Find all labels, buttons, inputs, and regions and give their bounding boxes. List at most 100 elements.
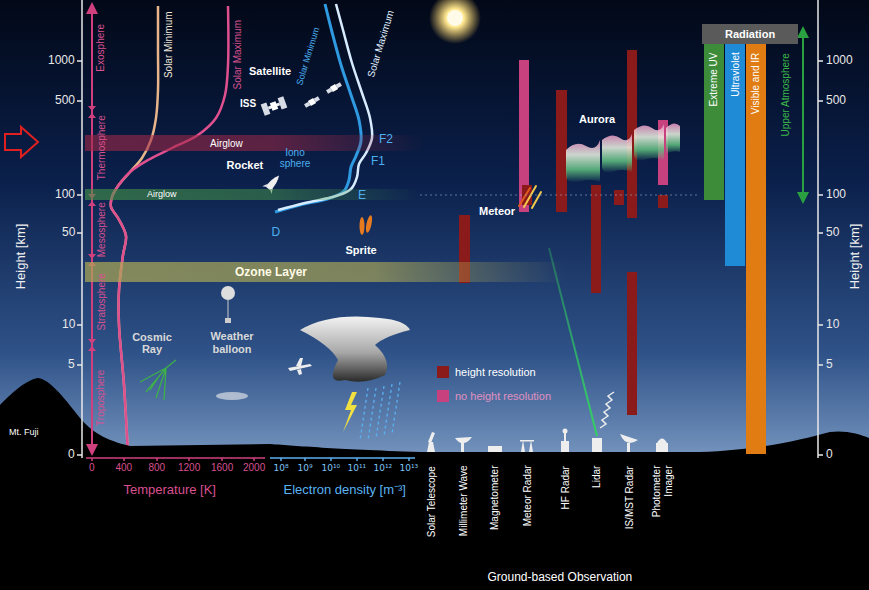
meteor-streak bbox=[532, 192, 541, 208]
meteor-streak bbox=[519, 188, 530, 206]
range-bar bbox=[556, 90, 567, 212]
section-title: Ground-based Observation bbox=[488, 571, 633, 585]
axis-tick: 400 bbox=[116, 462, 133, 474]
curve-label: Solar Maximum bbox=[365, 9, 396, 79]
range-bar bbox=[614, 190, 624, 205]
axis-tick: 5 bbox=[68, 358, 75, 372]
axis-tick: 10¹² bbox=[374, 463, 393, 473]
legend-text: height resolution bbox=[455, 366, 536, 378]
axis-tick: 1600 bbox=[211, 462, 233, 474]
legend-swatch bbox=[437, 366, 449, 378]
instrument-name: HF Radar bbox=[559, 466, 571, 509]
axis-tick: 100 bbox=[826, 188, 846, 202]
axis-tick: 10¹³ bbox=[400, 463, 419, 473]
thundercloud bbox=[368, 388, 376, 440]
curve-label: Solar Minimum bbox=[162, 11, 174, 78]
instrument-icon bbox=[455, 437, 472, 443]
radar-wave bbox=[600, 392, 614, 428]
aurora-curtain bbox=[566, 123, 680, 182]
band-label: Airglow bbox=[147, 190, 177, 200]
axis-tick: 1200 bbox=[178, 462, 200, 474]
range-label: Upper Atmosphere bbox=[779, 53, 791, 136]
sprite-symbol bbox=[365, 215, 374, 234]
object-label: Meteor bbox=[479, 205, 515, 218]
instrument-name: Photometer Imager bbox=[651, 466, 674, 528]
axis-tick: 10 bbox=[62, 318, 75, 332]
instrument-icon bbox=[427, 429, 668, 453]
thundercloud bbox=[360, 388, 368, 440]
thundercloud bbox=[343, 392, 357, 432]
layer-label: F1 bbox=[371, 155, 385, 169]
axis-title: Height [km] bbox=[14, 223, 29, 289]
axis-tick: 500 bbox=[826, 94, 846, 108]
object-label: ISS bbox=[240, 98, 256, 110]
axis-tick: 10¹¹ bbox=[348, 463, 367, 473]
cosmic-ray-shower bbox=[140, 360, 176, 400]
instrument-name: Millimeter Wave bbox=[457, 465, 469, 536]
axis-tick: 0 bbox=[826, 448, 833, 462]
instrument-icon bbox=[488, 446, 502, 452]
bar-label: Extreme UV bbox=[708, 52, 719, 106]
grid-line bbox=[420, 195, 700, 196]
satellite-icon bbox=[261, 81, 343, 115]
object-label: Sprite bbox=[346, 244, 377, 257]
instrument-icon bbox=[656, 443, 668, 452]
axis-tick: 10¹⁰ bbox=[322, 463, 341, 473]
radiation-bar: Visible and IR bbox=[746, 44, 766, 454]
legend-row: no height resolution bbox=[437, 390, 551, 402]
legend-text: no height resolution bbox=[455, 390, 551, 402]
meteor-streak bbox=[519, 186, 541, 208]
thundercloud bbox=[360, 382, 400, 440]
axis-tick: 100 bbox=[55, 188, 75, 202]
instrument-name: IS/MST Radar bbox=[623, 466, 635, 529]
instrument-name: Lidar bbox=[591, 465, 603, 487]
object-label: Aurora bbox=[579, 113, 615, 126]
balloon-icon bbox=[228, 300, 229, 318]
object-label: Rocket bbox=[227, 159, 264, 172]
axis-tick: 50 bbox=[62, 226, 75, 240]
axis-tick: 1000 bbox=[48, 54, 75, 68]
instrument-icon bbox=[427, 432, 435, 452]
object-label: Weather balloon bbox=[205, 330, 259, 355]
thundercloud bbox=[376, 386, 384, 438]
axis-tick: 10 bbox=[826, 318, 839, 332]
height-axis bbox=[817, 0, 819, 458]
axis-tick: 0 bbox=[89, 462, 95, 474]
layer-name: Thermosphere bbox=[95, 115, 107, 180]
layer-name: Stratosphere bbox=[95, 273, 107, 330]
axis-title: Electron density [m⁻³] bbox=[284, 483, 407, 498]
density-curve bbox=[278, 4, 372, 210]
object-label: Cosmic Ray bbox=[127, 331, 177, 356]
instrument-icon bbox=[620, 434, 638, 443]
airplane-icon bbox=[288, 358, 312, 375]
sun-symbol bbox=[447, 10, 463, 26]
temperature-axis bbox=[86, 458, 265, 461]
density-curve bbox=[275, 4, 361, 212]
place-name: Mt. Fuji bbox=[9, 427, 39, 437]
aurora-curtain bbox=[602, 134, 632, 173]
satellite-icon bbox=[326, 81, 343, 94]
layer-name: Mesosphere bbox=[95, 202, 107, 257]
axis-tick: 0 bbox=[68, 448, 75, 462]
instrument-icon bbox=[592, 438, 602, 452]
thundercloud bbox=[300, 317, 410, 441]
instrument-icon bbox=[520, 440, 534, 442]
cloud-symbol bbox=[216, 392, 248, 400]
radiation-bar: Extreme UV bbox=[704, 44, 724, 200]
height-axis bbox=[81, 0, 83, 458]
sun-symbol bbox=[429, 0, 481, 44]
balloon-icon bbox=[221, 286, 235, 323]
thundercloud bbox=[392, 382, 400, 434]
ozone-band: Ozone Layer bbox=[85, 262, 565, 282]
aurora-curtain bbox=[634, 124, 664, 161]
instrument-icon bbox=[627, 443, 630, 452]
profile-curves bbox=[111, 4, 668, 455]
layer-label: D bbox=[272, 226, 281, 240]
axis-title: Temperature [K] bbox=[124, 483, 217, 498]
range-bar bbox=[658, 195, 668, 208]
region-label: Iono sphere bbox=[277, 147, 313, 170]
height-axis bbox=[77, 61, 82, 455]
legend-swatch bbox=[437, 390, 449, 402]
